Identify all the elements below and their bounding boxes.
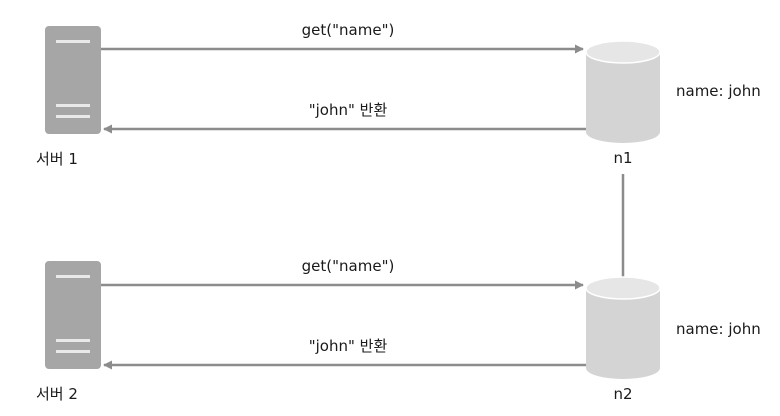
- server-2-slot-top: [56, 275, 90, 278]
- server-1-slot-bottom: [56, 115, 90, 118]
- node-n1-data: name: john: [676, 82, 761, 100]
- node-n2-data: name: john: [676, 320, 761, 338]
- database-n2-icon: [585, 276, 661, 379]
- server-2-label: 서버 2: [36, 385, 78, 403]
- database-n1-icon: [585, 40, 661, 143]
- response-label-1: "john" 반환: [309, 101, 388, 119]
- server-2-slot-mid: [56, 339, 90, 342]
- server-1-slot-top: [56, 40, 90, 43]
- request-label-2: get("name"): [302, 257, 395, 275]
- server-1-slot-mid: [56, 104, 90, 107]
- node-n1-label: n1: [613, 149, 632, 167]
- server-1-label: 서버 1: [36, 150, 78, 168]
- server-2: [45, 261, 101, 369]
- response-label-2: "john" 반환: [309, 337, 388, 355]
- server-1: [45, 26, 101, 134]
- node-n2-label: n2: [613, 385, 632, 403]
- server-2-slot-bottom: [56, 350, 90, 353]
- request-label-1: get("name"): [302, 21, 395, 39]
